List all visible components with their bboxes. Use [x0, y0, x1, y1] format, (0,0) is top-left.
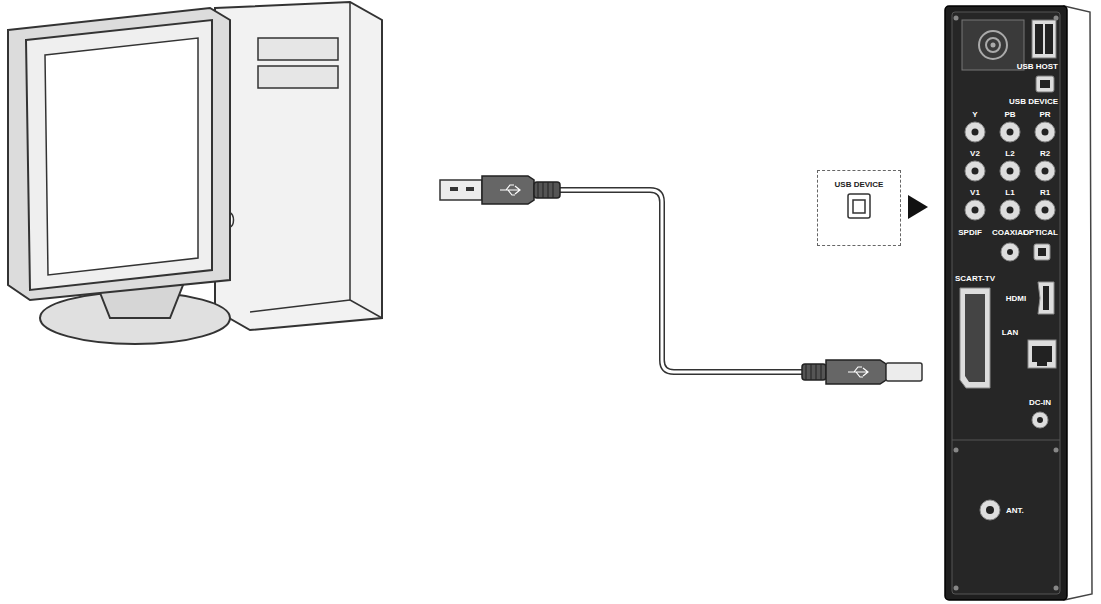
- rca-jack: [1000, 122, 1020, 142]
- port-label: PB: [1004, 110, 1015, 119]
- port-label: SCART-TV: [955, 274, 995, 283]
- rca-jack: [1000, 200, 1020, 220]
- rca-jack-pin: [1042, 168, 1049, 175]
- port-label: PR: [1039, 110, 1050, 119]
- port-label: V1: [970, 188, 980, 197]
- lan-port: [1028, 340, 1056, 368]
- port-label: HDMI: [1006, 294, 1026, 303]
- port-label: USB HOST: [1017, 62, 1058, 71]
- optical-port: [1034, 244, 1050, 260]
- usb-host-ports: [1032, 20, 1056, 58]
- rca-jack: [965, 200, 985, 220]
- port-label: DC-IN: [1029, 398, 1051, 407]
- rca-jack-pin: [1007, 168, 1014, 175]
- callout-label: USB DEVICE: [818, 180, 900, 189]
- rca-jack: [1035, 161, 1055, 181]
- port-label: LAN: [1002, 328, 1018, 337]
- monitor-screen: [45, 38, 198, 275]
- rca-jack: [1035, 122, 1055, 142]
- coaxial-jack: [1001, 243, 1019, 261]
- pc-tower: [215, 2, 382, 330]
- usb-a-plug: [440, 176, 560, 204]
- hdmi-port: [1038, 282, 1054, 314]
- rca-jack: [1000, 161, 1020, 181]
- rca-jack-pin: [1042, 207, 1049, 214]
- port-label: OPTICAL: [1023, 228, 1058, 237]
- fan-grille: [962, 20, 1024, 70]
- port-label: R2: [1040, 149, 1050, 158]
- port-label: L1: [1005, 188, 1014, 197]
- port-label: R1: [1040, 188, 1050, 197]
- pointer-arrow: [908, 195, 928, 219]
- rca-jack-pin: [972, 168, 979, 175]
- antenna-connector: [980, 500, 1000, 520]
- dc-in-jack: [1032, 412, 1048, 428]
- usb-b-port-icon: [848, 194, 870, 218]
- scart-connector: [960, 288, 990, 388]
- rca-jack: [965, 161, 985, 181]
- usb-device-port: [1036, 76, 1054, 92]
- media-player-back: [945, 6, 1092, 600]
- usb-cable: [560, 190, 802, 372]
- rca-jack-pin: [972, 129, 979, 136]
- callout-box: USB DEVICE: [817, 170, 901, 246]
- port-label: COAXIAL: [992, 228, 1028, 237]
- port-label: USB DEVICE: [1009, 97, 1058, 106]
- port-label: V2: [970, 149, 980, 158]
- rca-jack-pin: [1007, 207, 1014, 214]
- port-label: ANT.: [1006, 506, 1024, 515]
- rca-jack: [965, 122, 985, 142]
- rca-jack-pin: [1042, 129, 1049, 136]
- rca-jacks: [965, 122, 1055, 220]
- monitor: [8, 8, 230, 300]
- rca-jack: [1035, 200, 1055, 220]
- rca-jack-pin: [972, 207, 979, 214]
- port-label: SPDIF: [958, 228, 982, 237]
- port-label: L2: [1005, 149, 1014, 158]
- usb-b-plug: [802, 360, 922, 384]
- rca-jack-pin: [1007, 129, 1014, 136]
- port-label: Y: [972, 110, 977, 119]
